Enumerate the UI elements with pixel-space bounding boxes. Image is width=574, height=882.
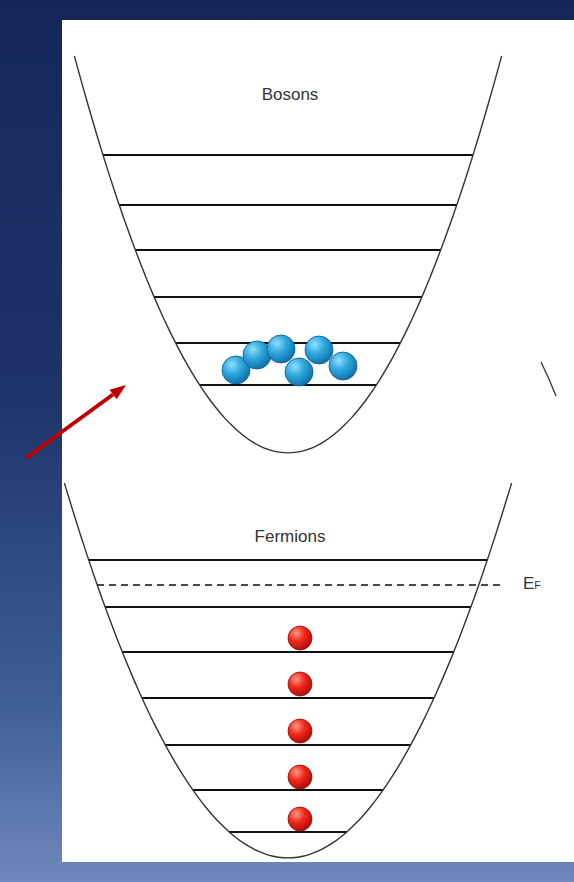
fermion-energy-levels <box>89 560 505 832</box>
potential-well: Fermions <box>55 470 525 865</box>
fermi-energy-label: EF <box>523 575 541 592</box>
white-panel <box>62 20 574 862</box>
well-title: Bosons <box>60 85 520 105</box>
well-curve <box>74 56 501 453</box>
fermion-particles <box>288 626 312 831</box>
potential-well: Bosons <box>60 40 520 460</box>
label-holder: EF <box>523 575 541 593</box>
well-title: Fermions <box>55 527 525 547</box>
partial-well-outline <box>541 362 556 396</box>
boson-energy-levels <box>103 155 473 385</box>
boson-particles <box>222 335 357 386</box>
pointer-arrow <box>26 385 126 458</box>
